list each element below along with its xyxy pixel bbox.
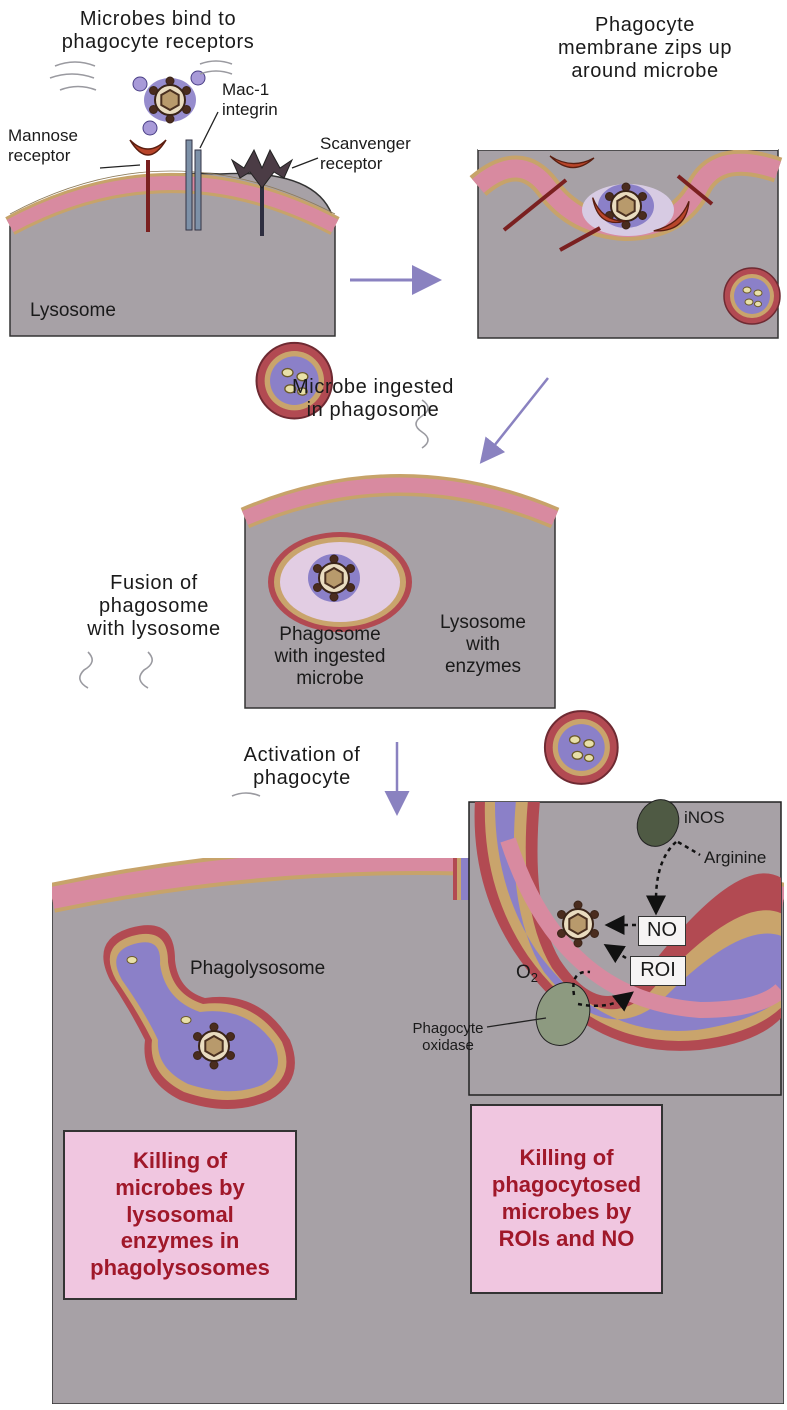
o2-main: O	[516, 962, 531, 983]
lysosome-label: Lysosome	[30, 300, 116, 322]
panel-1-binding	[10, 71, 335, 419]
ingested-label: Microbe ingested in phagosome	[258, 376, 488, 422]
lysosome-enzymes-label: Lysosome with enzymes	[408, 612, 558, 678]
no-label: NO	[638, 916, 686, 946]
arrow-to-panel3	[486, 378, 548, 456]
killing-roi-box: Killing of phagocytosed microbes by ROIs…	[470, 1104, 663, 1294]
bound-microbe	[133, 71, 205, 135]
phagocyte-oxidase-label: Phagocyte oxidase	[398, 1020, 498, 1055]
lysosome-panel2	[724, 268, 780, 324]
scavenger-receptor-label: Scanvenger receptor	[320, 134, 411, 173]
fusion-label: Fusion of phagosome with lysosome	[62, 572, 246, 641]
panel2-title: Phagocyte membrane zips up around microb…	[520, 14, 770, 83]
o2-subscript: 2	[531, 970, 538, 985]
panel1-title: Microbes bind to phagocyte receptors	[28, 8, 288, 54]
phagosome	[268, 532, 412, 632]
phagosome-label: Phagosome with ingested microbe	[246, 624, 414, 690]
roi-label: ROI	[630, 956, 686, 986]
phagolysosome-label: Phagolysosome	[190, 958, 325, 980]
activation-label: Activation of phagocyte	[212, 744, 392, 790]
lysosome-panel3	[545, 711, 618, 784]
killing-lysosomal-text: Killing of microbes by lysosomal enzymes…	[90, 1148, 270, 1282]
mac1-integrin-label: Mac-1 integrin	[222, 80, 278, 119]
killing-lysosomal-box: Killing of microbes by lysosomal enzymes…	[63, 1130, 297, 1300]
mannose-receptor-label: Mannose receptor	[8, 126, 78, 165]
arginine-label: Arginine	[704, 848, 766, 868]
inos-label: iNOS	[684, 808, 725, 828]
inset-ros-no	[469, 793, 787, 1095]
o2-label: O2	[516, 962, 538, 986]
panel-2-zipping	[478, 120, 780, 338]
killing-roi-text: Killing of phagocytosed microbes by ROIs…	[492, 1145, 641, 1252]
